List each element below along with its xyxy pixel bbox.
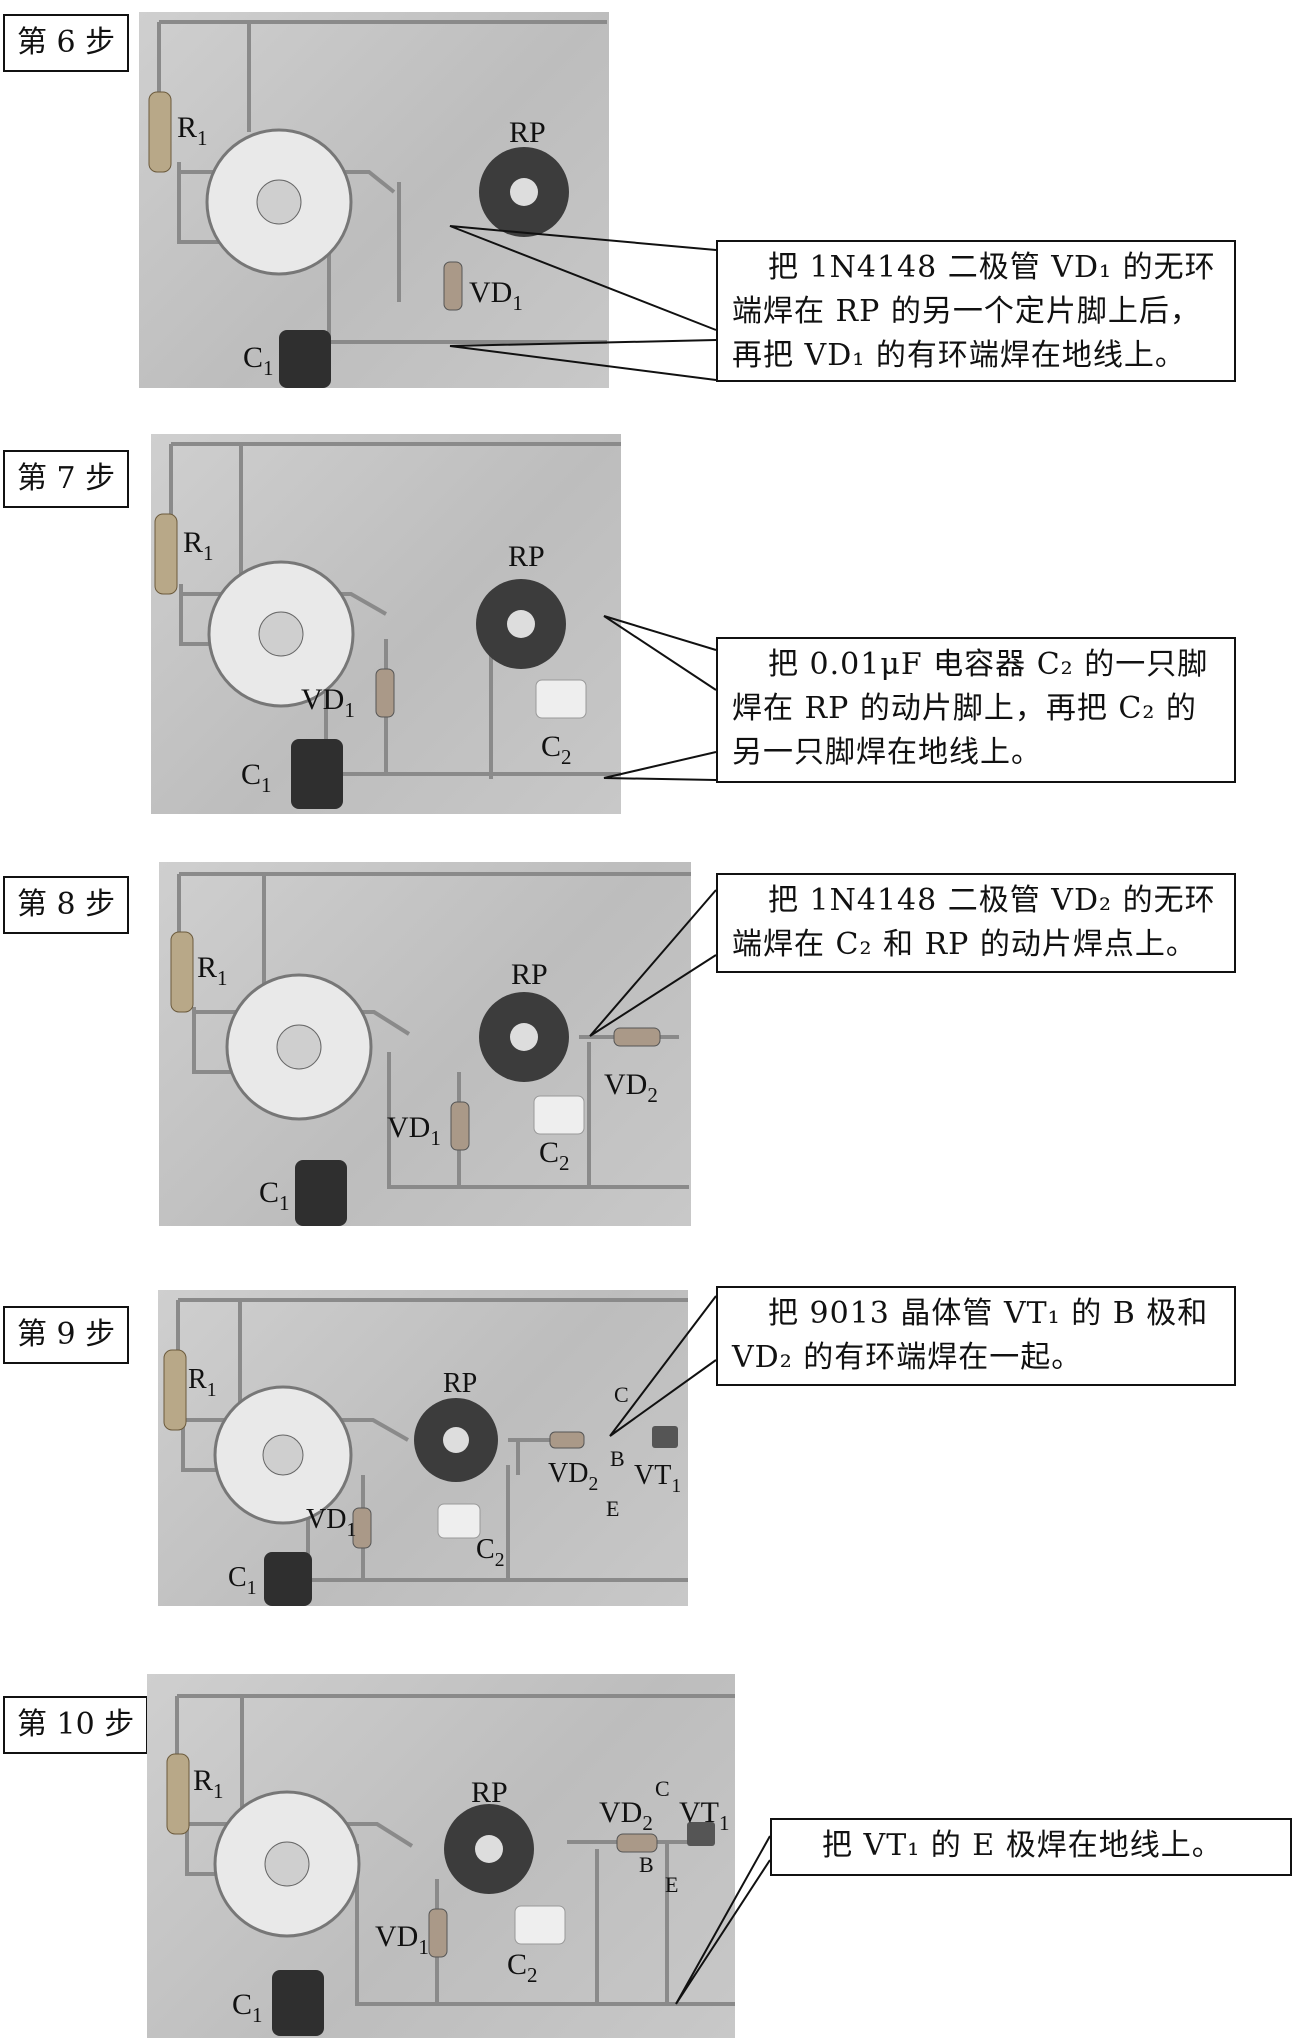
label-c2: C2 [539, 1136, 570, 1175]
label-b-pin: B [610, 1446, 625, 1471]
label-vd1: VD1 [375, 1920, 429, 1959]
step-6-callout: 把 1N4148 二极管 VD₁ 的无环端焊在 RP 的另一个定片脚上后，再把 … [716, 240, 1236, 382]
step-10-label: 第 10 步 [3, 1696, 149, 1754]
label-r1: R1 [183, 526, 214, 565]
diode-vd1 [428, 1908, 448, 1958]
capacitor-c2 [533, 1095, 585, 1135]
label-vd1: VD1 [306, 1504, 356, 1541]
step-8-callout: 把 1N4148 二极管 VD₂ 的无环端焊在 C₂ 和 RP 的动片焊点上。 [716, 873, 1236, 973]
label-c2: C2 [541, 730, 572, 769]
label-vt1: VT1 [679, 1796, 730, 1835]
label-c1: C1 [228, 1562, 256, 1599]
step-8-label: 第 8 步 [3, 876, 130, 934]
label-c1: C1 [241, 758, 272, 797]
resistor-r1 [170, 931, 194, 1013]
step-8-photo: R1 RP VD2 VD1 C2 C1 [159, 862, 691, 1226]
label-r1: R1 [193, 1764, 224, 1803]
label-c2: C2 [476, 1534, 504, 1571]
capacitor-c1 [279, 330, 331, 388]
diode-vd1 [443, 261, 463, 311]
capacitor-c2 [535, 679, 587, 719]
step-6-photo: R1 RP VD1 C1 [139, 12, 609, 388]
label-r1: R1 [177, 111, 208, 150]
resistor-r1 [154, 513, 178, 595]
transistor-vt1 [652, 1426, 678, 1448]
circuit-board-illustration: R1 RP C VD2 B VT1 E VD1 C2 C1 [163, 1298, 688, 1606]
step-7-photo: R1 RP VD1 C2 C1 [151, 434, 621, 814]
step-10-photo: R1 RP C VT1 VD2 B E VD1 C2 C1 [147, 1674, 735, 2038]
label-c1: C1 [232, 1988, 263, 2027]
circuit-board-illustration: R1 RP VD2 VD1 C2 C1 [170, 872, 691, 1226]
step-7-callout: 把 0.01μF 电容器 C₂ 的一只脚焊在 RP 的动片脚上，再把 C₂ 的另… [716, 637, 1236, 783]
label-c-pin: C [655, 1776, 670, 1801]
label-vd1: VD1 [387, 1111, 441, 1150]
label-b-pin: B [639, 1852, 654, 1877]
step-10-callout: 把 VT₁ 的 E 极焊在地线上。 [770, 1818, 1292, 1876]
label-c1: C1 [243, 341, 274, 380]
label-rp: RP [471, 1776, 508, 1809]
step-9-photo: R1 RP C VD2 B VT1 E VD1 C2 C1 [158, 1290, 688, 1606]
label-vd1: VD1 [301, 683, 355, 722]
step-7-label: 第 7 步 [3, 450, 130, 508]
circuit-board-illustration: R1 RP VD1 C2 C1 [154, 442, 621, 809]
diode-vd2 [613, 1027, 661, 1047]
label-r1: R1 [188, 1364, 216, 1401]
resistor-r1 [166, 1753, 190, 1835]
circuit-board-illustration: R1 RP VD1 C1 [148, 20, 607, 388]
diode-vd2 [616, 1833, 658, 1853]
capacitor-c2 [514, 1905, 566, 1945]
label-rp: RP [443, 1368, 477, 1399]
label-e-pin: E [606, 1496, 619, 1521]
resistor-r1 [163, 1349, 187, 1431]
label-vd2: VD2 [548, 1458, 598, 1495]
capacitor-c1 [264, 1552, 312, 1606]
diode-vd2 [549, 1431, 585, 1449]
label-c2: C2 [507, 1948, 538, 1987]
label-r1: R1 [197, 951, 228, 990]
circuit-board-illustration: R1 RP C VT1 VD2 B E VD1 C2 C1 [166, 1694, 735, 2036]
label-rp: RP [511, 958, 548, 991]
label-c-pin: C [614, 1382, 629, 1407]
label-vd2: VD2 [604, 1068, 658, 1107]
label-c1: C1 [259, 1176, 290, 1215]
step-6-label: 第 6 步 [3, 14, 130, 72]
label-vd2: VD2 [599, 1796, 653, 1835]
capacitor-c1 [295, 1160, 347, 1226]
diode-vd1 [352, 1507, 372, 1549]
diode-vd1 [450, 1101, 470, 1151]
capacitor-c1 [272, 1970, 324, 2036]
label-e-pin: E [665, 1872, 678, 1897]
label-rp: RP [509, 116, 546, 149]
label-rp: RP [508, 540, 545, 573]
step-9-label: 第 9 步 [3, 1306, 130, 1364]
step-9-callout: 把 9013 晶体管 VT₁ 的 B 极和 VD₂ 的有环端焊在一起。 [716, 1286, 1236, 1386]
label-vt1: VT1 [634, 1460, 681, 1497]
capacitor-c2 [437, 1503, 481, 1539]
label-vd1: VD1 [469, 276, 523, 315]
capacitor-c1 [291, 739, 343, 809]
diode-vd1 [375, 668, 395, 718]
resistor-r1 [148, 91, 172, 173]
